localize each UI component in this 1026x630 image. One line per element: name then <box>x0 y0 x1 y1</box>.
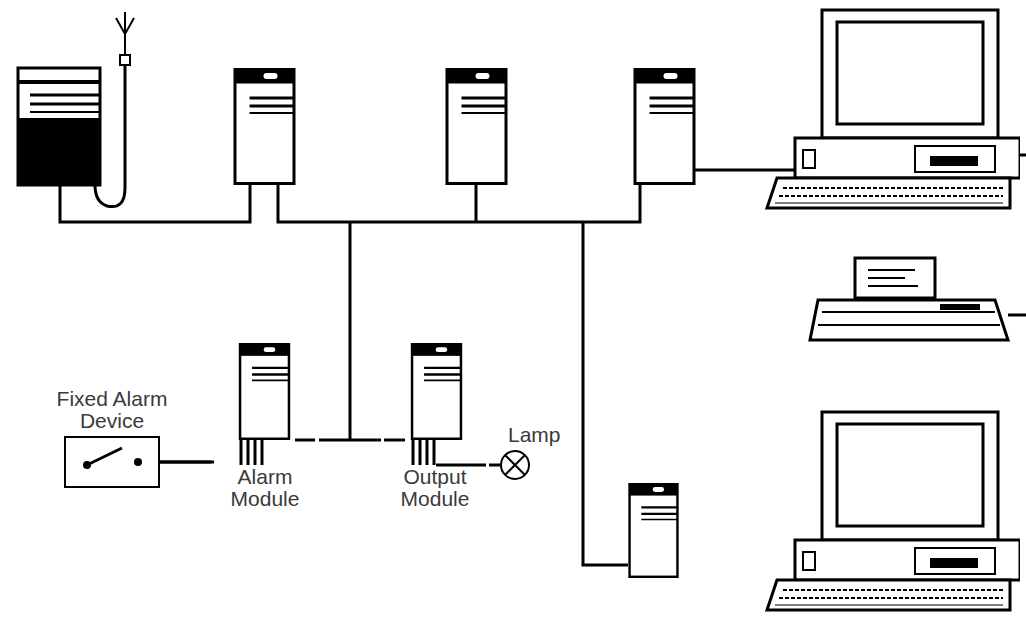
alarm-module: Alarm Module <box>211 340 319 510</box>
device-label: Fixed Alarm Device <box>37 388 187 432</box>
computer <box>767 412 1020 610</box>
output-module-unit <box>412 344 461 439</box>
radio-base-unit <box>18 12 134 207</box>
switch-symbol <box>83 448 142 469</box>
computer <box>767 10 1020 208</box>
lamp-symbol: Lamp <box>500 450 530 480</box>
bus-module <box>630 484 678 577</box>
bus-module <box>635 70 694 184</box>
wire-connector <box>319 439 381 442</box>
alarm-device-box: Fixed Alarm Device <box>64 436 160 488</box>
module-pins <box>241 440 434 465</box>
output-module: Output Module <box>381 340 489 510</box>
bus-module <box>447 70 506 184</box>
wire-connector <box>489 464 500 467</box>
module-label: Output Module <box>381 466 489 510</box>
lamp-label: Lamp <box>508 424 561 446</box>
module-label: Alarm Module <box>211 466 319 510</box>
alarm-module-unit <box>240 344 289 439</box>
bus-module <box>235 70 294 184</box>
wire-connector <box>160 461 211 464</box>
lamp-cross <box>505 455 525 475</box>
printer <box>810 258 1008 340</box>
